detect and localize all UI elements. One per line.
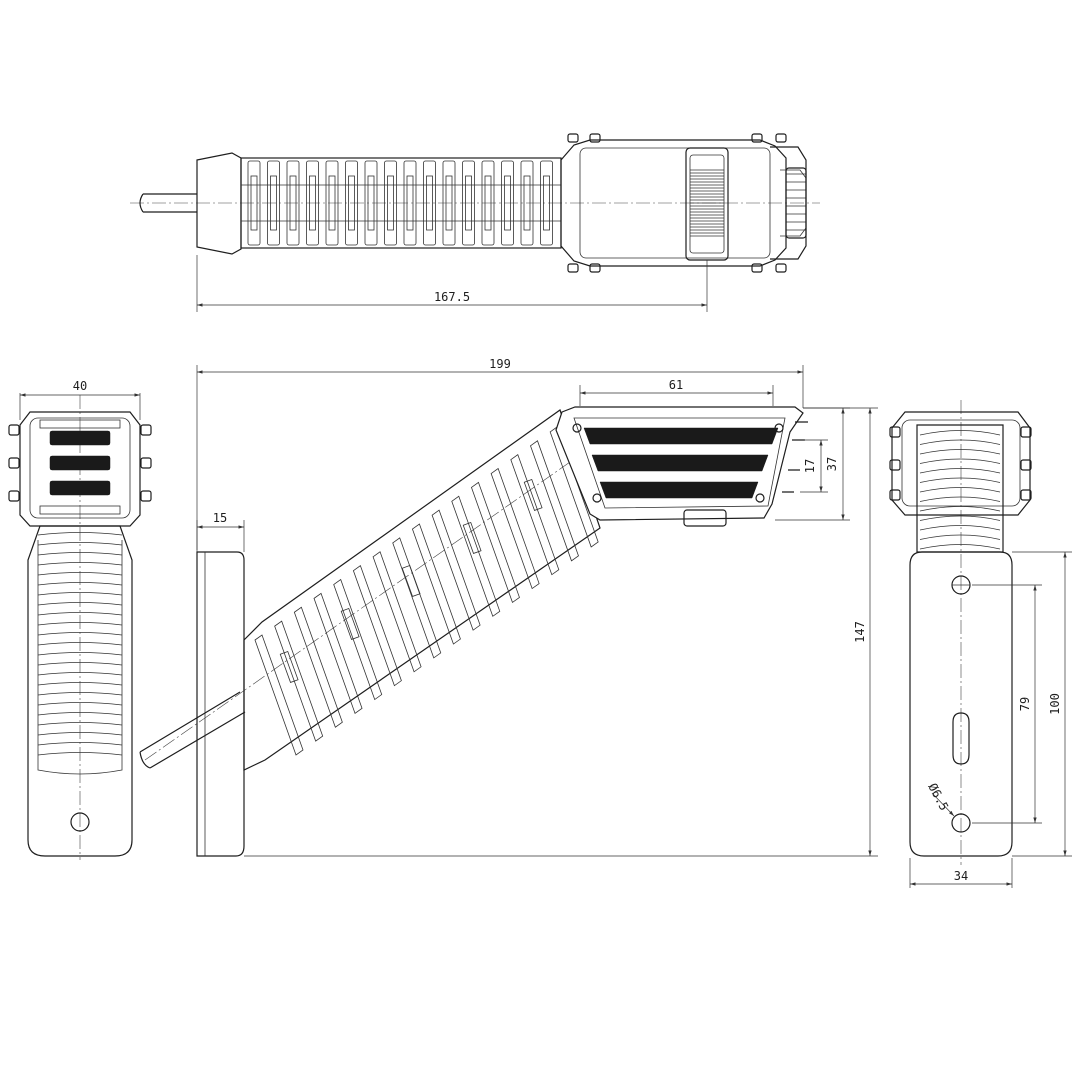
side-view-corrugated-arm (243, 409, 601, 771)
dim-61-label: 61 (669, 378, 683, 392)
front-view-mount-hole (70, 812, 90, 832)
dim-167-5-label: 167.5 (434, 290, 470, 304)
dim-hole-diameter-label: Ø6.5 (925, 781, 951, 813)
dim-100-label: 100 (1048, 693, 1062, 715)
dim-hole-diameter: Ø6.5 (925, 781, 955, 817)
side-view-head (555, 406, 808, 527)
dim-61: 61 (579, 378, 774, 406)
rear-view: Ø6.5 79 100 34 (889, 400, 1072, 888)
dim-17: 17 (800, 439, 828, 493)
top-view-cable (139, 193, 197, 213)
front-view-body (27, 525, 133, 857)
dim-199: 199 (196, 357, 804, 550)
dim-147-label: 147 (853, 621, 867, 643)
top-view: 167.5 (130, 133, 820, 312)
dim-15-label: 15 (213, 511, 227, 525)
front-view-lamp-slots (49, 430, 111, 496)
dim-15: 15 (196, 511, 245, 552)
rear-view-base-plate (909, 551, 1013, 857)
top-view-base (196, 152, 242, 255)
dim-199-label: 199 (489, 357, 511, 371)
dim-37: 37 (775, 407, 850, 521)
dim-147: 147 (244, 407, 878, 857)
front-view: 40 (8, 379, 152, 860)
rear-view-bottom-hole (951, 813, 971, 833)
dim-40: 40 (19, 379, 141, 420)
dim-100: 100 (1012, 551, 1072, 857)
dim-37-label: 37 (825, 457, 839, 471)
dim-79: 79 (972, 584, 1042, 824)
dim-34-label: 34 (954, 869, 968, 883)
dim-34: 34 (909, 858, 1013, 888)
rear-view-slot (952, 712, 970, 765)
top-view-corrugated-arm (240, 157, 562, 249)
side-view-cable (139, 691, 246, 769)
top-view-housing (560, 133, 807, 273)
front-view-ribs (37, 532, 123, 775)
side-view: 199 61 15 17 37 (139, 357, 878, 857)
dim-167-5: 167.5 (196, 255, 708, 312)
rear-view-ribs (916, 424, 1004, 553)
dim-79-label: 79 (1018, 697, 1032, 711)
dim-40-label: 40 (73, 379, 87, 393)
side-view-base (196, 551, 245, 857)
front-view-head (19, 411, 141, 527)
dim-17-label: 17 (803, 459, 817, 473)
